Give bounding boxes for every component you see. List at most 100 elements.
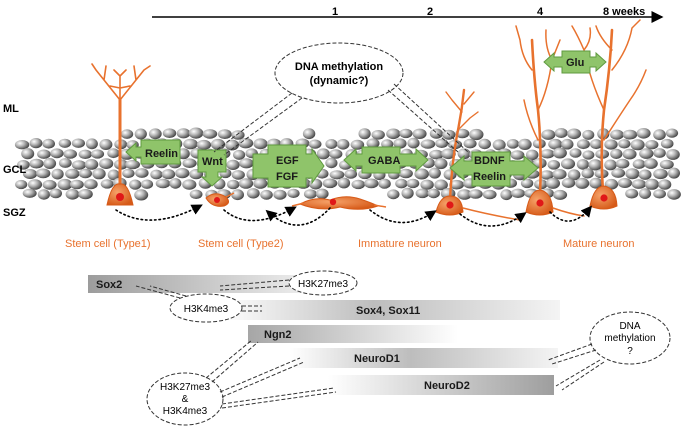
granule-cell xyxy=(407,137,420,149)
granule-cell xyxy=(107,148,120,159)
bubble-dna-methylation-line2: (dynamic?) xyxy=(310,75,369,87)
granule-cell xyxy=(561,178,576,188)
bubble-bivalent: H3K27me3 & H3K4me3 xyxy=(146,339,337,426)
granule-cell xyxy=(443,169,457,181)
granule-cell xyxy=(554,128,568,138)
granule-cell xyxy=(71,138,85,148)
granule-cell xyxy=(582,129,595,140)
label-mature-neuron: Mature neuron xyxy=(563,238,635,250)
granule-cell xyxy=(395,178,408,189)
signal-fgf-label: FGF xyxy=(276,171,298,183)
granule-cell xyxy=(238,178,254,189)
gene-expression-bars: Sox2 Sox4, Sox11 Ngn2 NeuroD1 NeuroD2 xyxy=(88,275,560,395)
granule-cell xyxy=(506,139,519,149)
granule-cell xyxy=(645,140,659,150)
granule-cell xyxy=(618,139,631,149)
granule-cell xyxy=(122,168,135,178)
signal-reelin: Reelin xyxy=(125,139,181,165)
granule-cell xyxy=(575,177,590,189)
timeline: 1 2 4 8 weeks xyxy=(152,6,664,23)
layer-label-sgz: SGZ xyxy=(3,207,26,219)
signal-reelin2-label: Reelin xyxy=(473,171,506,183)
bubble-dna-right-line2: methylation xyxy=(604,333,655,344)
granule-cell xyxy=(630,139,645,151)
granule-cell xyxy=(302,128,316,140)
granule-cell xyxy=(65,189,80,200)
granule-cell xyxy=(548,138,563,150)
granule-cell xyxy=(344,169,358,179)
granule-cell xyxy=(622,148,637,160)
granule-cell xyxy=(51,168,64,180)
granule-cell xyxy=(182,179,197,190)
granule-cell xyxy=(287,188,300,198)
granule-cell xyxy=(589,177,603,189)
granule-cell xyxy=(434,179,448,191)
granule-cell xyxy=(398,168,413,179)
gene-bar-ngn2: Ngn2 xyxy=(248,325,458,343)
granule-cell xyxy=(590,139,603,150)
signal-gaba-label: GABA xyxy=(368,155,400,167)
granule-cell xyxy=(188,127,204,139)
granule-cell xyxy=(615,158,630,169)
granule-cell xyxy=(27,179,43,190)
granule-cell xyxy=(65,168,80,179)
granule-cell xyxy=(366,138,380,149)
granule-cell xyxy=(358,128,371,140)
bubble-dna-methylation-right: DNA methylation ? xyxy=(547,311,671,391)
granule-cell xyxy=(378,178,391,189)
granule-cell xyxy=(134,189,149,201)
granule-cell xyxy=(581,168,594,179)
granule-cell xyxy=(78,189,93,200)
gene-label-sox2: Sox2 xyxy=(96,279,122,291)
granule-cell xyxy=(518,138,532,150)
granule-cell xyxy=(69,179,84,190)
granule-cell xyxy=(510,188,526,198)
bubble-dna-methylation-line1: DNA methylation xyxy=(295,61,383,73)
granule-cell xyxy=(520,178,534,189)
granule-cell xyxy=(560,158,576,170)
granule-cell xyxy=(644,178,660,190)
granule-cell xyxy=(667,189,681,200)
granule-cell xyxy=(386,128,401,140)
granule-cell xyxy=(638,188,652,199)
granule-cell xyxy=(107,169,120,181)
mature-neuron-1 xyxy=(515,25,585,217)
bubble-h3k27me3-label: H3K27me3 xyxy=(298,279,348,290)
granule-cell xyxy=(325,139,338,149)
granule-cell xyxy=(653,168,668,180)
granule-cell xyxy=(120,129,134,139)
granule-cell xyxy=(510,150,525,160)
granule-cell xyxy=(155,178,171,189)
granule-cell xyxy=(582,150,595,160)
granule-cell xyxy=(17,160,30,170)
granule-cell xyxy=(428,167,441,179)
granule-cell xyxy=(175,168,190,179)
granule-cell xyxy=(29,158,44,169)
granule-cell xyxy=(58,158,72,168)
stem-cell-type1 xyxy=(91,63,151,206)
signal-gaba: GABA xyxy=(343,146,429,174)
granule-cell xyxy=(412,128,427,139)
granule-cell xyxy=(233,149,246,160)
granule-cell xyxy=(393,138,407,149)
granule-cell xyxy=(63,149,77,159)
granule-cell xyxy=(653,129,666,141)
granule-cell xyxy=(639,148,654,159)
granule-cell xyxy=(399,128,413,139)
granule-cell xyxy=(653,189,666,199)
granule-cell xyxy=(58,138,72,148)
granule-cell xyxy=(50,148,64,159)
granule-cell xyxy=(337,177,351,189)
layer-label-ml: ML xyxy=(3,103,19,115)
granule-cell xyxy=(329,170,345,180)
granule-cell xyxy=(99,158,114,170)
granule-cell xyxy=(253,138,268,150)
granule-cell xyxy=(322,178,338,189)
granule-cell xyxy=(225,139,240,151)
neurons xyxy=(91,19,647,221)
signal-wnt: Wnt xyxy=(197,149,227,187)
layer-label-gcl: GCL xyxy=(3,164,27,176)
layer-labels: ML GCL SGZ xyxy=(3,103,27,219)
